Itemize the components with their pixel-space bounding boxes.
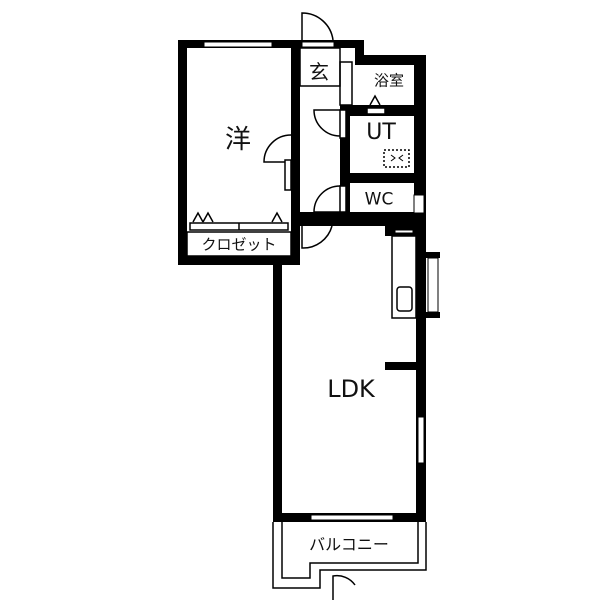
windows <box>203 41 439 521</box>
entrance-door-icon <box>301 12 334 41</box>
fixtures <box>186 12 427 600</box>
room-label-utility: UT <box>366 120 396 145</box>
room-label-closet: クロゼット <box>201 235 277 254</box>
room-label-ldk: LDK <box>327 375 375 403</box>
room-label-balcony: バルコニー <box>309 535 389 554</box>
walls <box>178 40 440 522</box>
room-label-western: 洋 <box>224 125 252 155</box>
room-label-bathroom: 浴室 <box>373 71 405 90</box>
room-label-toilet: WC <box>364 189 394 210</box>
room-label-entrance: 玄 <box>309 60 329 84</box>
